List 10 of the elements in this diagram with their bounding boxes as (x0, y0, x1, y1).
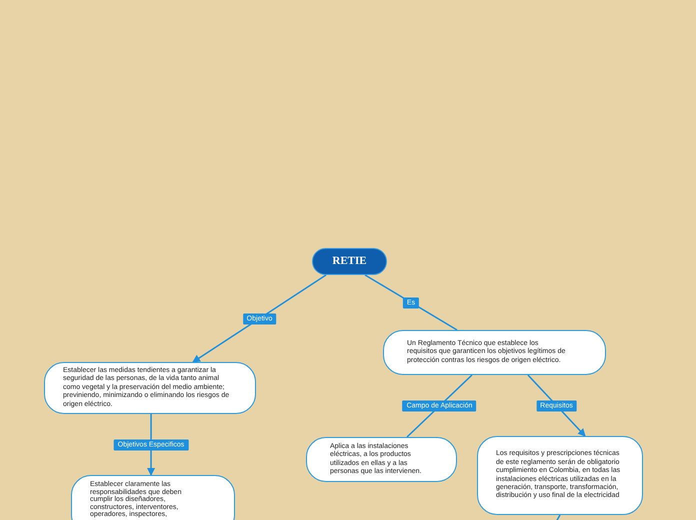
concept-box (71, 475, 235, 520)
connector-line (364, 274, 458, 331)
concept-box (477, 436, 643, 515)
connector-line (555, 514, 561, 520)
concept-box (44, 362, 256, 414)
concept-box (306, 437, 457, 482)
title-text: RETIE (332, 254, 367, 270)
concept-box (383, 330, 606, 375)
title-node (312, 248, 387, 275)
connector-line (192, 274, 326, 363)
